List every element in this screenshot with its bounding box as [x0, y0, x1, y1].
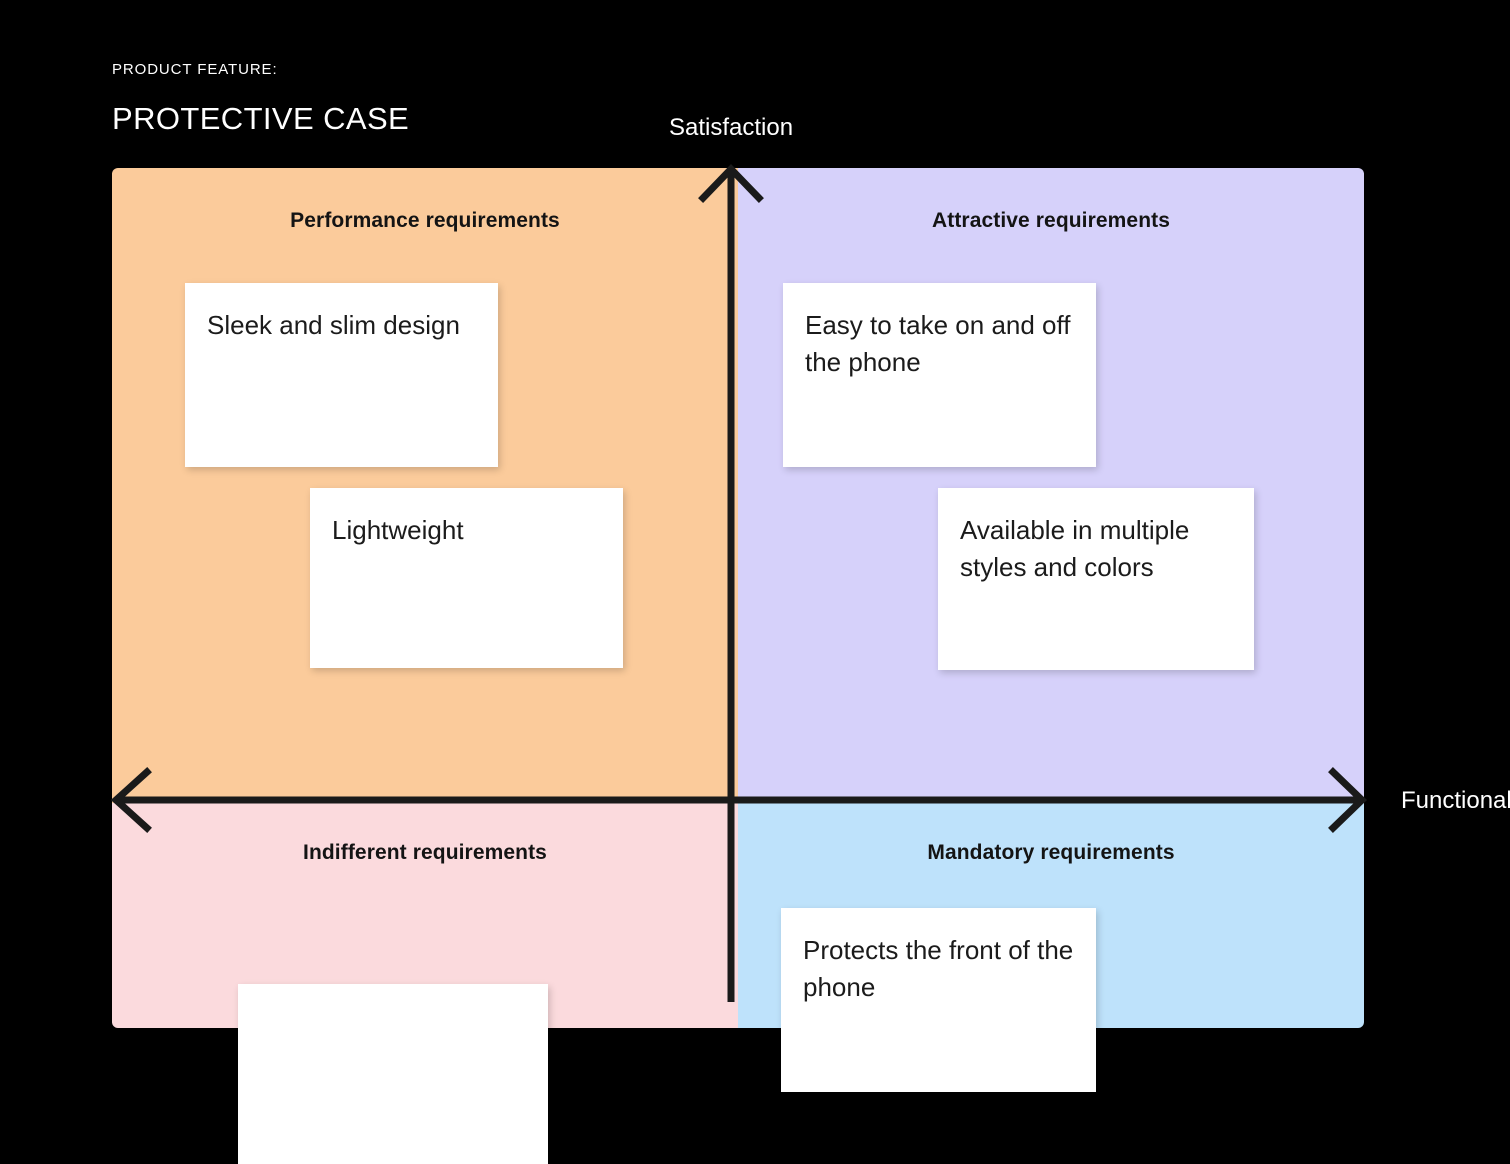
product-feature-eyebrow: PRODUCT FEATURE: — [112, 61, 278, 78]
page-title: PROTECTIVE CASE — [112, 101, 410, 136]
quadrant-title-indifferent: Indifferent requirements — [303, 841, 547, 864]
y-axis-label: Satisfaction — [669, 114, 794, 141]
requirement-card[interactable]: Available in multiple styles and colors — [938, 488, 1254, 670]
requirement-card-text: Lightweight — [332, 515, 464, 545]
quadrant-attractive[interactable]: Attractive requirements — [738, 168, 1364, 803]
header: PRODUCT FEATURE: PROTECTIVE CASE — [112, 62, 409, 134]
requirement-card-text: Protects the front of the phone — [803, 935, 1074, 1002]
requirement-card-text: Available in multiple styles and colors — [960, 515, 1190, 582]
quadrant-title-performance: Performance requirements — [290, 209, 560, 232]
quadrant-title-attractive: Attractive requirements — [931, 209, 1171, 232]
requirement-card[interactable]: Sleek and slim design — [185, 283, 498, 467]
requirement-card-text: Easy to take on and off the phone — [805, 310, 1071, 377]
x-axis-label: Functionality — [1401, 787, 1510, 814]
requirement-card[interactable]: Lightweight — [310, 488, 623, 668]
requirement-card[interactable]: Easy to take on and off the phone — [783, 283, 1096, 467]
requirement-card[interactable]: Protects the front of the phone — [781, 908, 1096, 1092]
requirement-card[interactable] — [238, 984, 548, 1164]
quadrant-performance[interactable]: Performance requirements — [112, 168, 738, 803]
requirement-card-text: Sleek and slim design — [207, 310, 460, 340]
quadrant-title-mandatory: Mandatory requirements — [927, 841, 1175, 864]
